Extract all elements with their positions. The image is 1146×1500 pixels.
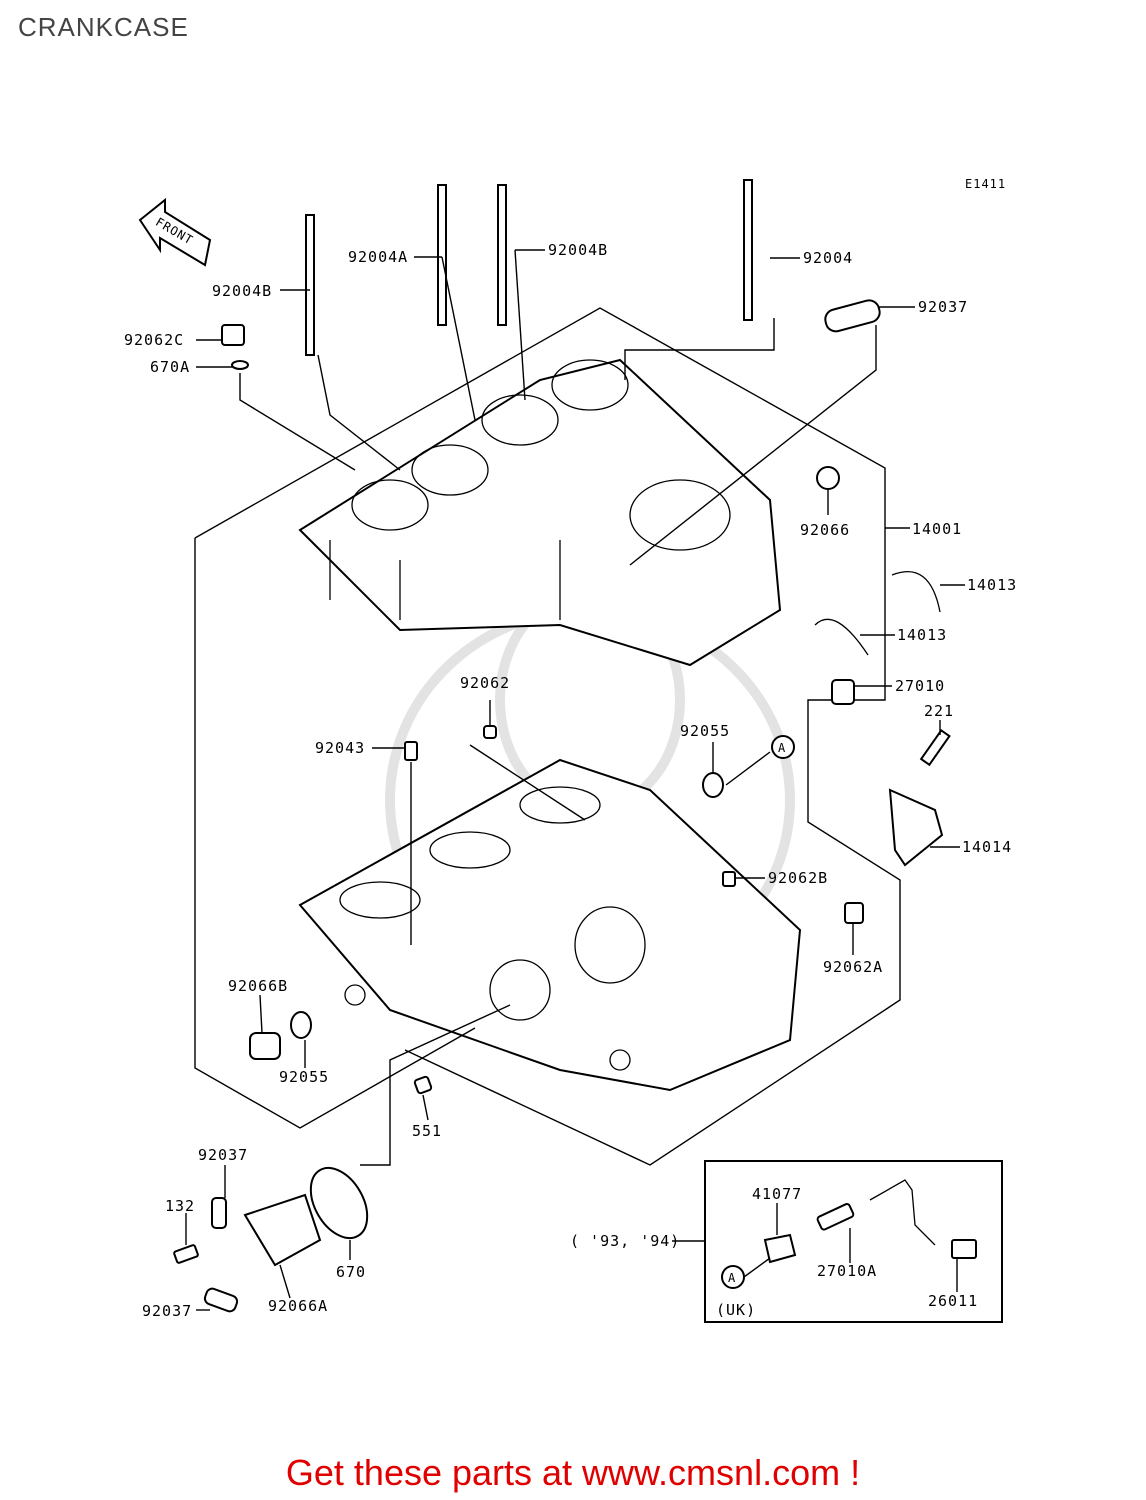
label-92055-top: 92055: [680, 722, 730, 740]
label-92055-bottom: 92055: [279, 1068, 329, 1086]
label-92062C: 92062C: [124, 331, 184, 349]
label-92066B: 92066B: [228, 977, 288, 995]
label-14013-a: 14013: [967, 576, 1017, 594]
label-92004B-left: 92004B: [212, 282, 272, 300]
label-670: 670: [336, 1263, 366, 1281]
label-14001: 14001: [912, 520, 962, 538]
front-arrow-icon: FRONT: [138, 197, 212, 267]
label-92043: 92043: [315, 739, 365, 757]
label-26011: 26011: [928, 1292, 978, 1310]
label-14013-b: 14013: [897, 626, 947, 644]
inset-marker-a: A: [728, 1271, 736, 1285]
label-670A: 670A: [150, 358, 190, 376]
label-92066A: 92066A: [268, 1297, 328, 1315]
leader-lines: [185, 249, 965, 1311]
label-132: 132: [165, 1197, 195, 1215]
label-92062A: 92062A: [823, 958, 883, 976]
label-221: 221: [924, 702, 954, 720]
label-92037-mid: 92037: [198, 1146, 248, 1164]
drawing-code: E1411: [965, 177, 1006, 191]
label-41077: 41077: [752, 1185, 802, 1203]
label-92037-bottom: 92037: [142, 1302, 192, 1320]
label-27010: 27010: [895, 677, 945, 695]
label-92004A: 92004A: [348, 248, 408, 266]
label-92062B: 92062B: [768, 869, 828, 887]
inset-years-label: ( '93, '94): [570, 1232, 680, 1250]
marker-a: A: [771, 735, 795, 759]
upper-crankcase: [298, 358, 782, 667]
label-92037-top: 92037: [918, 298, 968, 316]
label-27010A: 27010A: [817, 1262, 877, 1280]
uk-inset-box: [672, 1160, 1003, 1323]
label-14014: 14014: [962, 838, 1012, 856]
assembly-outline: [194, 307, 901, 1166]
inset-region-label: (UK): [716, 1301, 756, 1319]
label-92062: 92062: [460, 674, 510, 692]
small-parts: [173, 299, 951, 1313]
label-92066: 92066: [800, 521, 850, 539]
label-92004B-right: 92004B: [548, 241, 608, 259]
stud-bolts: [305, 179, 753, 356]
page-title: CRANKCASE: [18, 12, 189, 42]
label-551: 551: [412, 1122, 442, 1140]
label-92004: 92004: [803, 249, 853, 267]
footer-link[interactable]: Get these parts at www.cmsnl.com !: [285, 1452, 861, 1493]
lower-crankcase: [298, 758, 802, 1092]
svg-text:A: A: [778, 741, 786, 755]
